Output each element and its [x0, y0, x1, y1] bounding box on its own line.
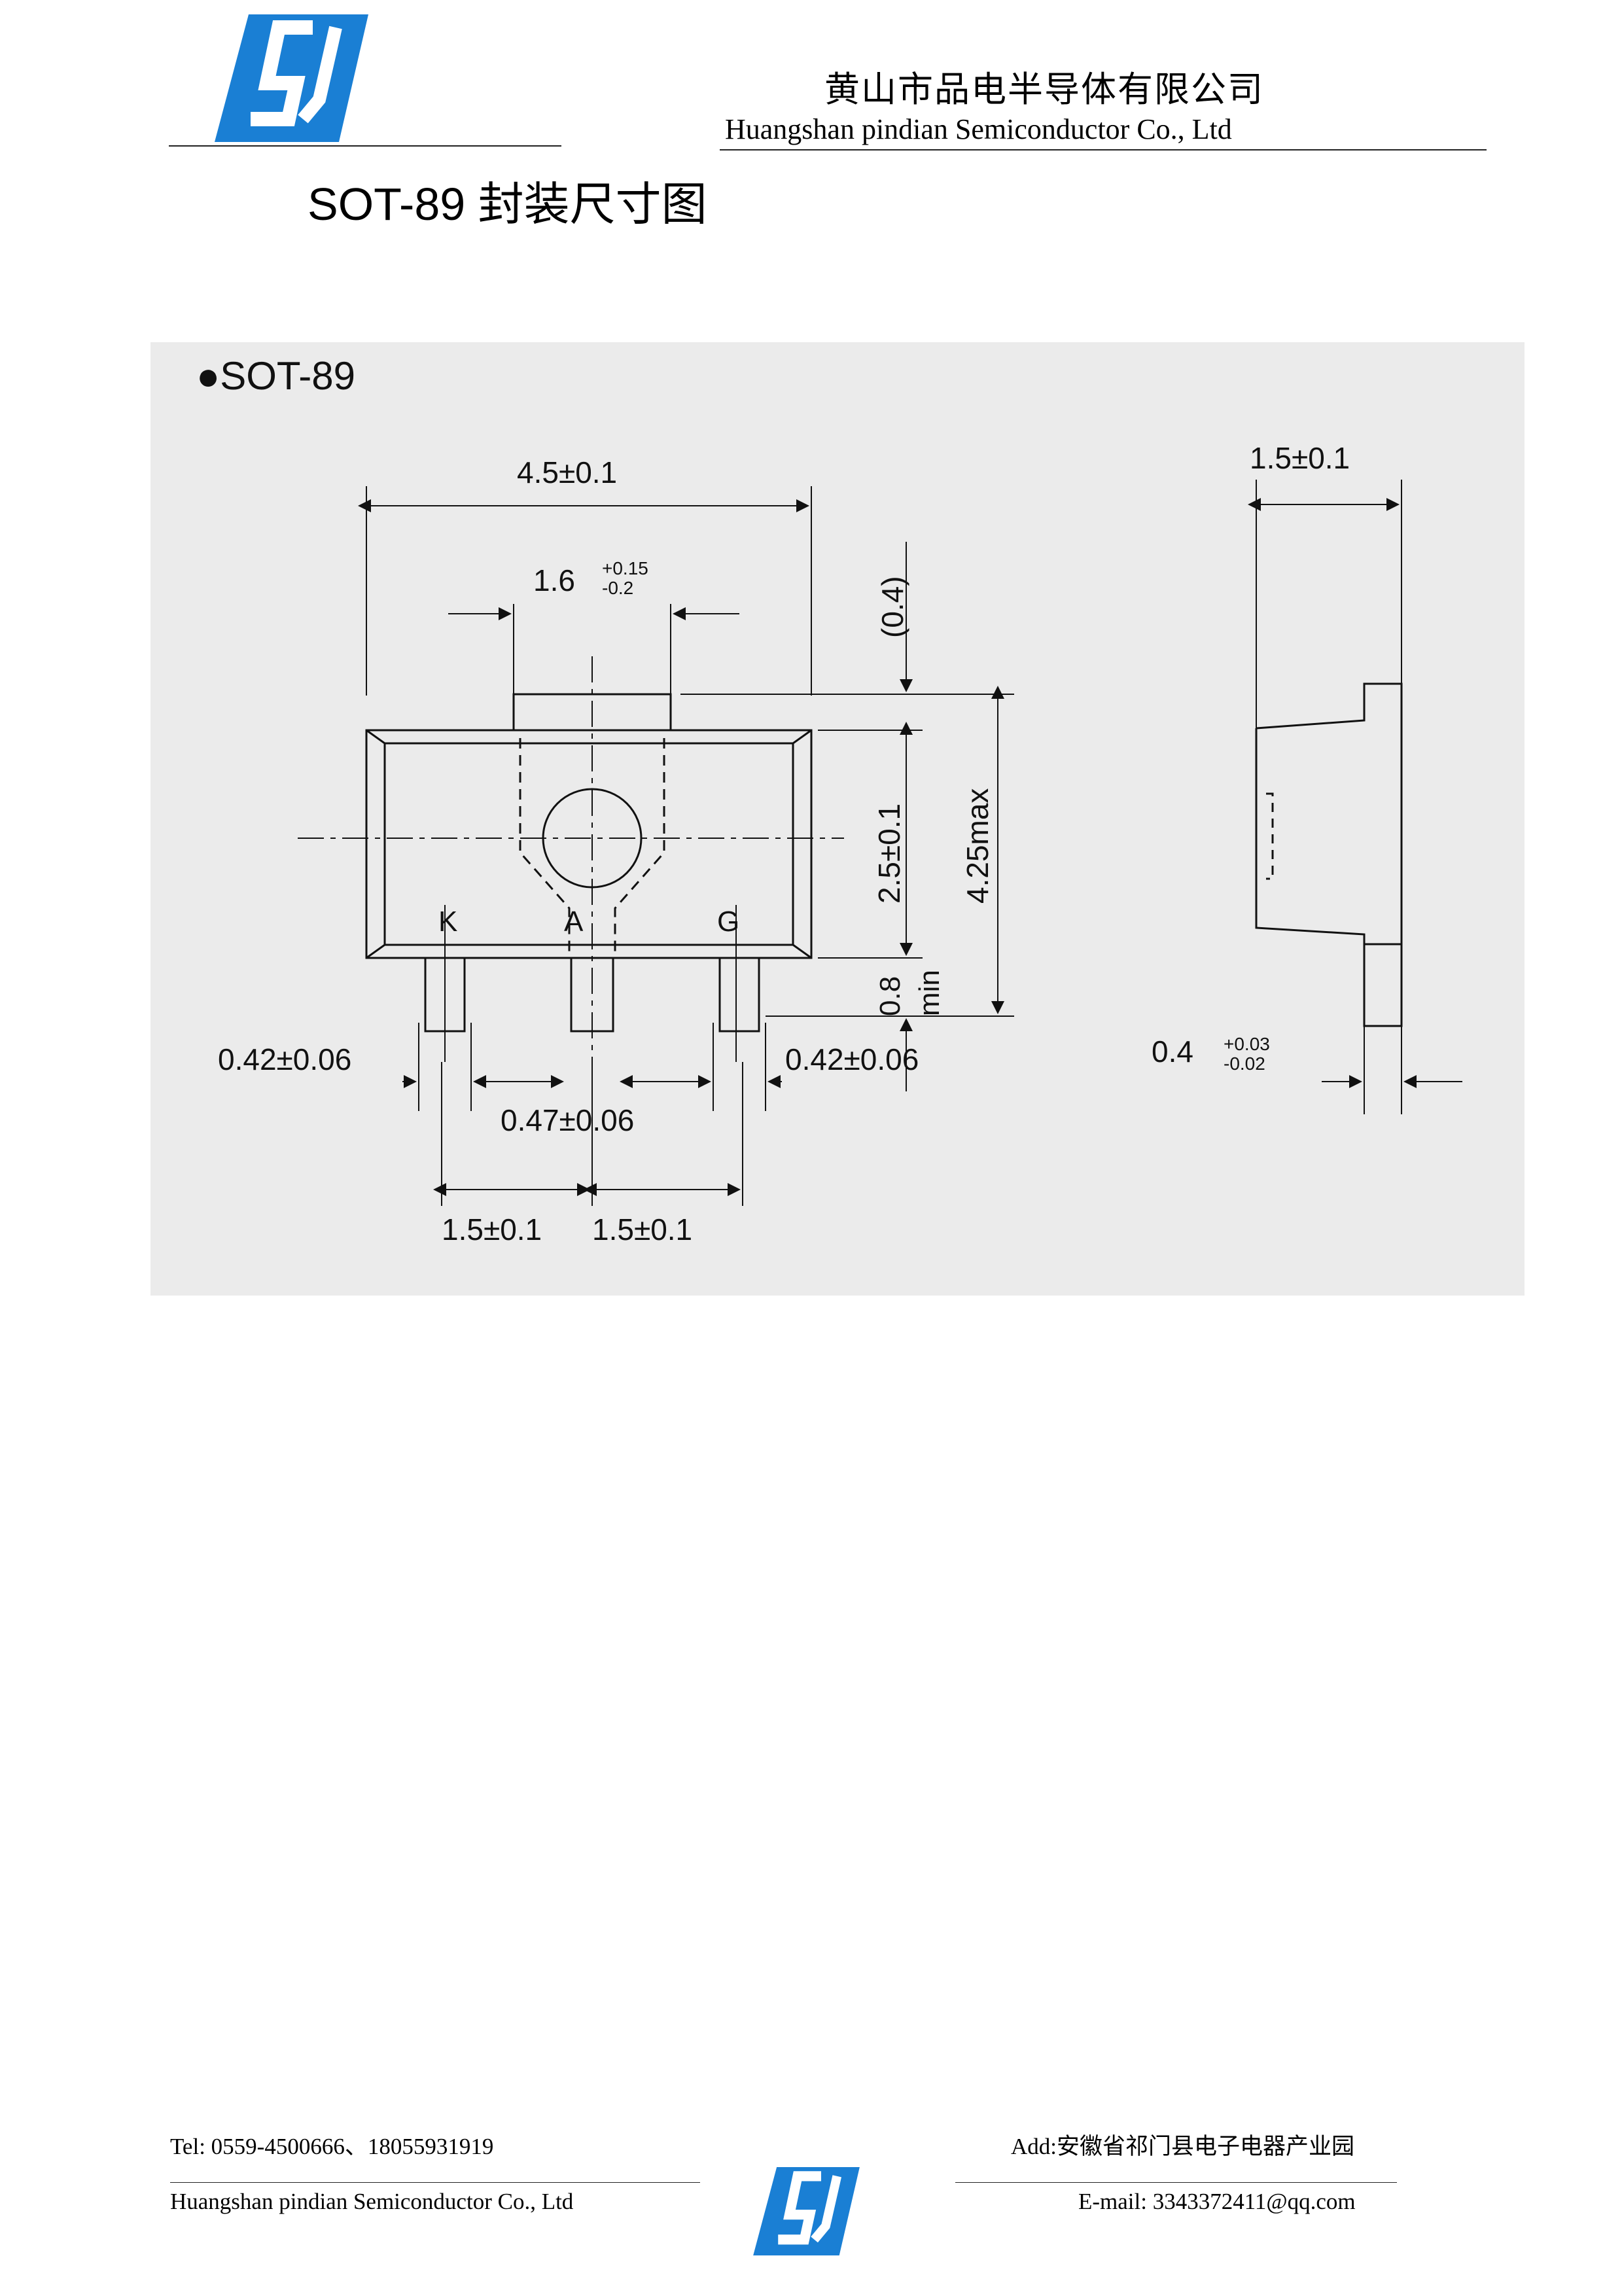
company-name-english: Huangshan pindian Semiconductor Co., Ltd: [725, 113, 1232, 145]
package-body: [365, 729, 813, 959]
footer-tel: Tel: 0559-4500666、18055931919: [170, 2134, 494, 2159]
dim-center-lead-width: 0.47±0.06: [501, 1103, 634, 1137]
company-name-chinese: 黄山市品电半导体有限公司: [824, 70, 1264, 109]
dim-pitch-right: 1.5±0.1: [592, 1212, 692, 1246]
heatsink-hidden-outline: [519, 738, 665, 958]
dim-lead-thickness: 0.4: [1152, 1034, 1193, 1069]
side-view: [1248, 480, 1462, 1114]
header-rule-left: [169, 145, 561, 147]
dim-body-height: 2.5±0.1: [872, 804, 906, 904]
package-drawing: ●SOT-89: [150, 342, 1525, 1296]
dim-side-thickness: 1.5±0.1: [1250, 441, 1350, 475]
dim-body-width: 4.5±0.1: [517, 455, 617, 489]
header-rule-right: [720, 149, 1487, 150]
page-title: SOT-89 封装尺寸图: [308, 179, 707, 230]
dim-tab-width-tol-minus: -0.2: [602, 578, 633, 598]
package-body-bevel: [383, 742, 794, 946]
dim-tab-width-tol-plus: +0.15: [602, 558, 648, 578]
pin-label-a: A: [564, 906, 584, 938]
pin-label-k: K: [438, 906, 457, 938]
dim-tab-height: (0.4): [875, 576, 909, 638]
footer-logo-icon: [752, 2167, 860, 2255]
dim-lead-width-left: 0.42±0.06: [218, 1042, 351, 1076]
dim-lead-length-unit: min: [913, 970, 945, 1016]
footer-rule-right: [955, 2182, 1397, 2183]
dim-pitch-left: 1.5±0.1: [442, 1212, 542, 1246]
dim-total-height: 4.25max: [961, 788, 995, 904]
footer-rule-left: [170, 2182, 700, 2183]
footer-email: E-mail: 3343372411@qq.com: [1078, 2189, 1356, 2214]
dim-lead-width-right: 0.42±0.06: [785, 1042, 919, 1076]
footer-company: Huangshan pindian Semiconductor Co., Ltd: [170, 2189, 574, 2214]
footer-address: Add:安徽省祁门县电子电器产业园: [1011, 2134, 1355, 2159]
company-logo-icon: [215, 14, 368, 142]
pin-label-g: G: [717, 906, 739, 938]
dim-tab-width: 1.6: [533, 563, 575, 597]
dim-lead-length-value: 0.8: [874, 976, 906, 1016]
dim-lead-thickness-tol-plus: +0.03: [1224, 1034, 1270, 1054]
package-label: ●SOT-89: [196, 354, 355, 398]
lead-g: [718, 957, 760, 1033]
dim-lead-thickness-tol-minus: -0.02: [1224, 1053, 1265, 1074]
